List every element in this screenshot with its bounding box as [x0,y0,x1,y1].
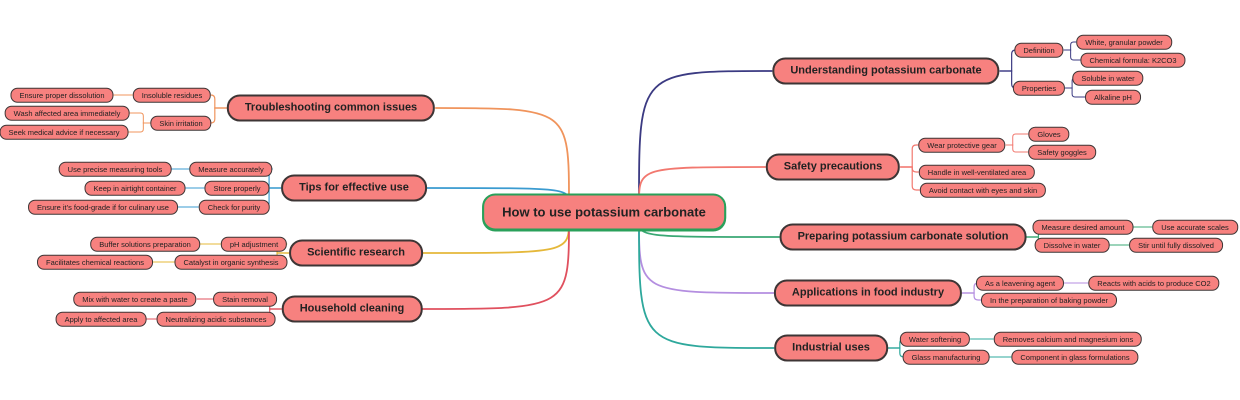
subtopic-node[interactable]: Measure desired amount [1032,219,1134,235]
subtopic-node[interactable]: Skin irritation [150,115,212,131]
root-node[interactable]: How to use potassium carbonate [482,193,726,231]
subtopic-connector [999,49,1016,72]
detail-connector [1005,133,1029,146]
branch-connector [638,70,773,205]
subtopic-connector [900,166,919,173]
branch-node[interactable]: Scientific research [289,239,423,267]
detail-node[interactable]: Gloves [1028,126,1070,142]
subtopic-node[interactable]: Stain removal [213,291,277,307]
subtopic-connector [962,292,981,301]
detail-node[interactable]: Facilitates chemical reactions [37,254,153,270]
subtopic-connector [887,347,904,358]
detail-connector [1063,41,1077,51]
subtopic-node[interactable]: Wear protective gear [918,137,1006,153]
subtopic-node[interactable]: Water softening [899,331,971,347]
subtopic-connector [210,94,227,109]
subtopic-node[interactable]: Dissolve in water [1034,237,1110,253]
branch-node[interactable]: Tips for effective use [281,174,427,202]
branch-connector [638,219,775,349]
detail-node[interactable]: Apply to affected area [55,311,147,327]
subtopic-node[interactable]: Definition [1014,42,1064,58]
branch-node[interactable]: Understanding potassium carbonate [772,57,1000,85]
subtopic-node[interactable]: Measure accurately [189,161,273,177]
detail-connector [1063,49,1081,61]
detail-node[interactable]: Soluble in water [1072,70,1144,86]
subtopic-node[interactable]: Store properly [204,180,270,196]
subtopic-node[interactable]: Insoluble residues [132,87,212,103]
detail-node[interactable]: Ensure it's food-grade if for culinary u… [28,199,178,215]
subtopic-node[interactable]: Check for purity [198,199,270,215]
detail-connector [1065,87,1086,98]
subtopic-connector [900,144,919,168]
branch-connector [422,219,570,310]
branch-connector [435,107,570,205]
subtopic-node[interactable]: Neutralizing acidic substances [156,311,276,327]
detail-node[interactable]: Chemical formula: K2CO3 [1080,52,1186,68]
branch-node[interactable]: Applications in food industry [773,279,963,307]
subtopic-node[interactable]: Properties [1012,80,1066,96]
branch-connector [638,166,766,205]
subtopic-node[interactable]: Glass manufacturing [902,349,990,365]
subtopic-node[interactable]: In the preparation of baking powder [981,292,1117,308]
detail-connector [129,112,151,124]
detail-node[interactable]: White, granular powder [1076,34,1172,50]
subtopic-node[interactable]: pH adjustment [220,236,288,252]
detail-node[interactable]: Reacts with acids to produce CO2 [1088,275,1220,291]
subtopic-node[interactable]: Handle in well-ventilated area [918,164,1036,180]
branch-node[interactable]: Household cleaning [281,295,423,323]
detail-node[interactable]: Safety goggles [1028,144,1096,160]
branch-connector [638,219,774,294]
detail-node[interactable]: Removes calcium and magnesium ions [993,331,1143,347]
subtopic-connector [210,107,227,124]
detail-node[interactable]: Seek medical advice if necessary [0,124,129,140]
detail-node[interactable]: Buffer solutions preparation [90,236,200,252]
subtopic-node[interactable]: As a leavening agent [975,275,1065,291]
detail-node[interactable]: Use precise measuring tools [58,161,172,177]
detail-node[interactable]: Mix with water to create a paste [73,291,197,307]
detail-connector [128,122,151,133]
subtopic-connector [900,166,920,191]
detail-node[interactable]: Keep in airtight container [84,180,186,196]
branch-node[interactable]: Preparing potassium carbonate solution [779,223,1027,251]
branch-node[interactable]: Industrial uses [774,334,888,362]
branch-node[interactable]: Safety precautions [765,153,901,181]
subtopic-node[interactable]: Avoid contact with eyes and skin [919,182,1047,198]
detail-node[interactable]: Ensure proper dissolution [10,87,114,103]
branch-node[interactable]: Troubleshooting common issues [226,94,436,122]
detail-node[interactable]: Use accurate scales [1152,219,1238,235]
subtopic-node[interactable]: Catalyst in organic synthesis [174,254,288,270]
detail-node[interactable]: Wash affected area immediately [4,105,130,121]
detail-node[interactable]: Component in glass formulations [1011,349,1139,365]
detail-node[interactable]: Alkaline pH [1085,89,1141,105]
detail-node[interactable]: Stir until fully dissolved [1129,237,1223,253]
detail-connector [1005,144,1029,153]
